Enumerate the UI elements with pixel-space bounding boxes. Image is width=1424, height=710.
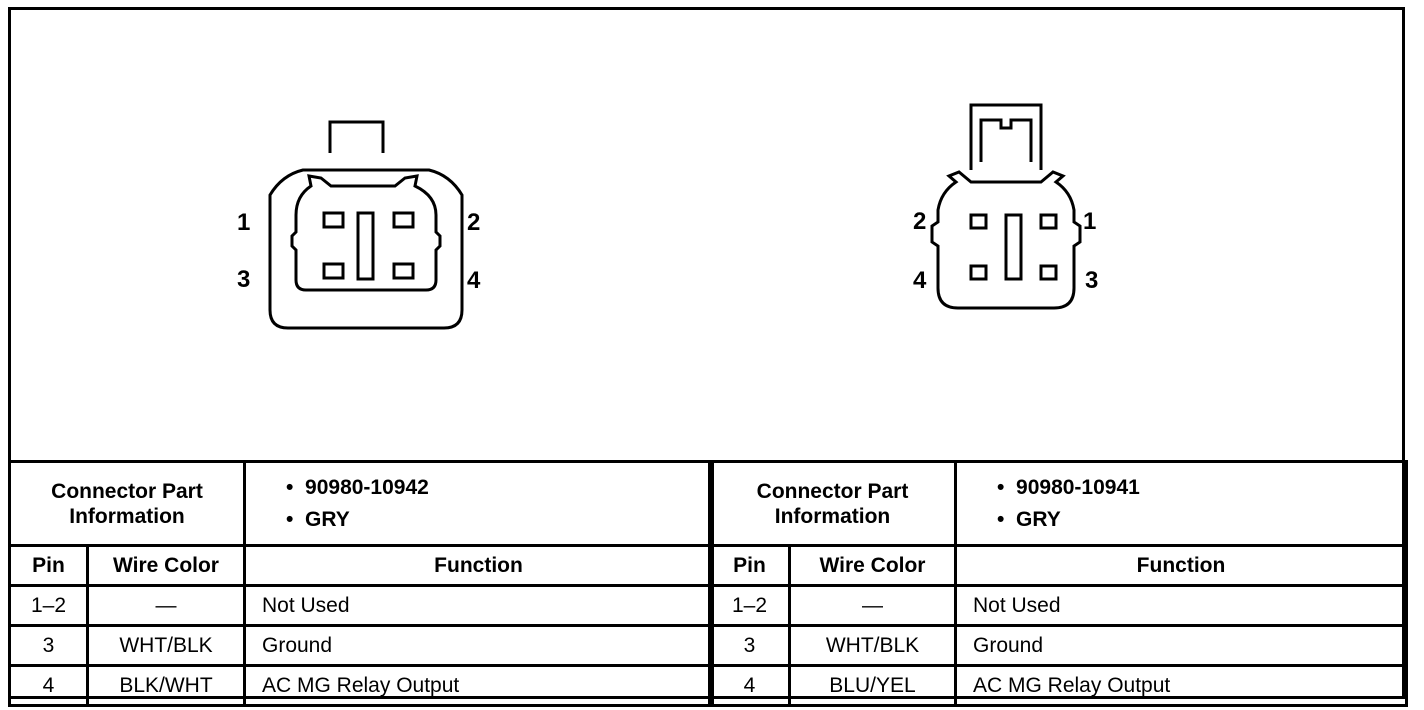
connector-color: GRY <box>1016 507 1061 531</box>
pin-label-2-right: 2 <box>913 208 926 235</box>
connector-drawing: 1 2 3 4 2 1 4 3 <box>237 103 1098 330</box>
pin-label-1-right: 1 <box>1083 208 1096 235</box>
pin-cavity-1-right <box>1039 213 1058 230</box>
pin-label-3-right: 3 <box>1085 267 1098 294</box>
col-header-function: Function <box>954 544 1408 587</box>
pin-label-2: 2 <box>467 209 480 236</box>
col-header-function: Function <box>243 544 714 587</box>
part-info-values: • 90980-10941 • GRY <box>954 460 1408 547</box>
table-row: 4 BLU/YEL AC MG Relay Output <box>708 664 1408 707</box>
pin-cavity-4 <box>392 262 415 280</box>
col-header-wire-color: Wire Color <box>86 544 246 587</box>
part-number: 90980-10941 <box>1016 475 1140 499</box>
table-row: 4 BLK/WHT AC MG Relay Output <box>8 664 714 707</box>
pin-cavity-2 <box>392 211 415 229</box>
center-key-right <box>1004 213 1023 281</box>
pin-cavity-3-right <box>1039 264 1058 281</box>
pin-label-3: 3 <box>237 266 250 293</box>
part-number: 90980-10942 <box>305 475 429 499</box>
center-key <box>356 211 375 281</box>
pin-cavity-3 <box>322 262 345 280</box>
table-row: 1–2 — Not Used <box>708 584 1408 627</box>
pin-label-1: 1 <box>237 209 250 236</box>
col-header-pin: Pin <box>708 544 791 587</box>
pin-label-4: 4 <box>467 267 481 294</box>
pin-cavity-2-right <box>969 213 988 230</box>
pin-cavity-1 <box>322 211 345 229</box>
col-header-pin: Pin <box>8 544 89 587</box>
pin-label-4-right: 4 <box>913 267 927 294</box>
connector-color: GRY <box>305 507 350 531</box>
pin-cavity-4-right <box>969 264 988 281</box>
table-row: 3 WHT/BLK Ground <box>708 624 1408 667</box>
diagram-frame: 1 2 3 4 2 1 4 3 <box>8 7 1408 707</box>
left-connector-face <box>268 120 464 330</box>
col-header-wire-color: Wire Color <box>788 544 957 587</box>
right-connector-body <box>930 103 1082 310</box>
table-row: 1–2 — Not Used <box>8 584 714 627</box>
table-row: 3 WHT/BLK Ground <box>8 624 714 667</box>
part-info-values: • 90980-10942 • GRY <box>243 460 714 547</box>
